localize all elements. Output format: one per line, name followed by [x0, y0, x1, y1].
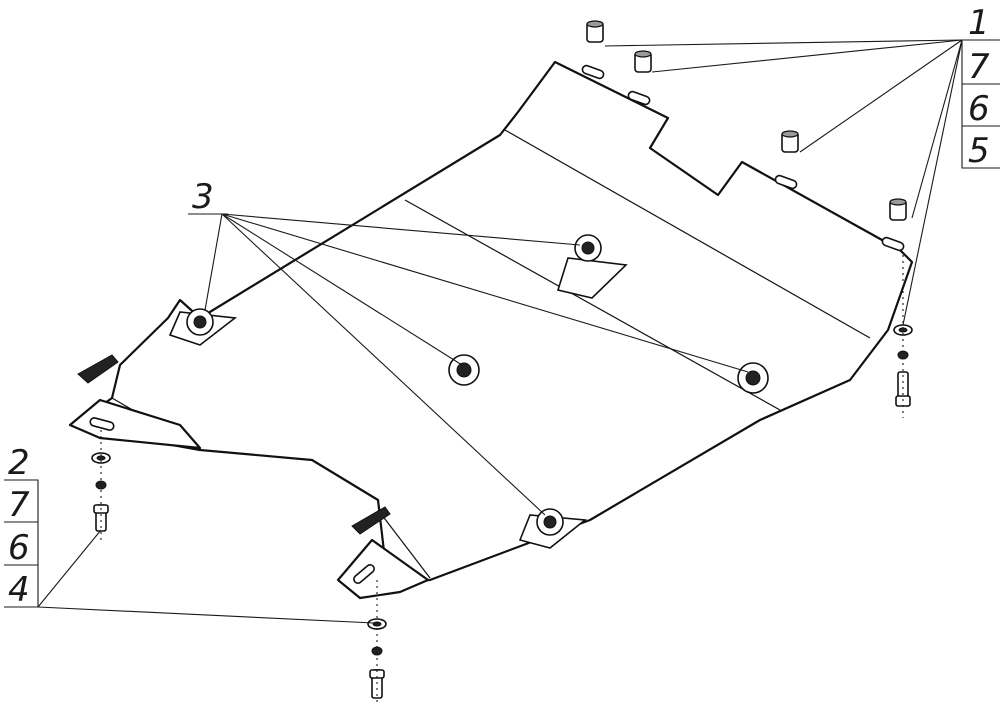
leader-lines [37, 39, 963, 624]
callout-label-5: 5 [968, 131, 990, 171]
callout-block-top-right: 1 7 6 5 [961, 3, 1000, 171]
callout-label-3: 3 [192, 177, 214, 217]
callout-label-7: 7 [968, 47, 990, 87]
grommet [448, 354, 480, 386]
front-left-flange [68, 398, 202, 450]
rear-flange-slots [581, 64, 905, 252]
bushing [889, 198, 907, 221]
callout-label-7b: 7 [8, 485, 30, 525]
callout-block-bottom-left: 2 7 6 4 [4, 443, 39, 610]
bracket-nuts [168, 234, 769, 549]
callout-label-6b: 6 [8, 528, 30, 568]
bushing [781, 130, 799, 153]
fastener-stack-rear-right [893, 255, 913, 418]
callout-block-left: 3 [192, 177, 214, 217]
bushing [634, 50, 652, 73]
nut-bracket [518, 508, 588, 549]
callout-label-2: 2 [8, 443, 30, 483]
front-right-flange [336, 538, 430, 600]
bushing-parts [586, 20, 907, 221]
callout-label-1: 1 [968, 3, 990, 43]
fastener-stack-front-left [91, 430, 111, 540]
bushing [586, 20, 604, 43]
fastener-stack-front-right [367, 580, 387, 705]
callout-label-4: 4 [8, 570, 30, 610]
callout-label-6: 6 [968, 89, 990, 129]
nut-bracket [556, 234, 628, 299]
grommet [737, 362, 769, 394]
clips [77, 354, 391, 535]
nut-bracket [168, 308, 238, 346]
